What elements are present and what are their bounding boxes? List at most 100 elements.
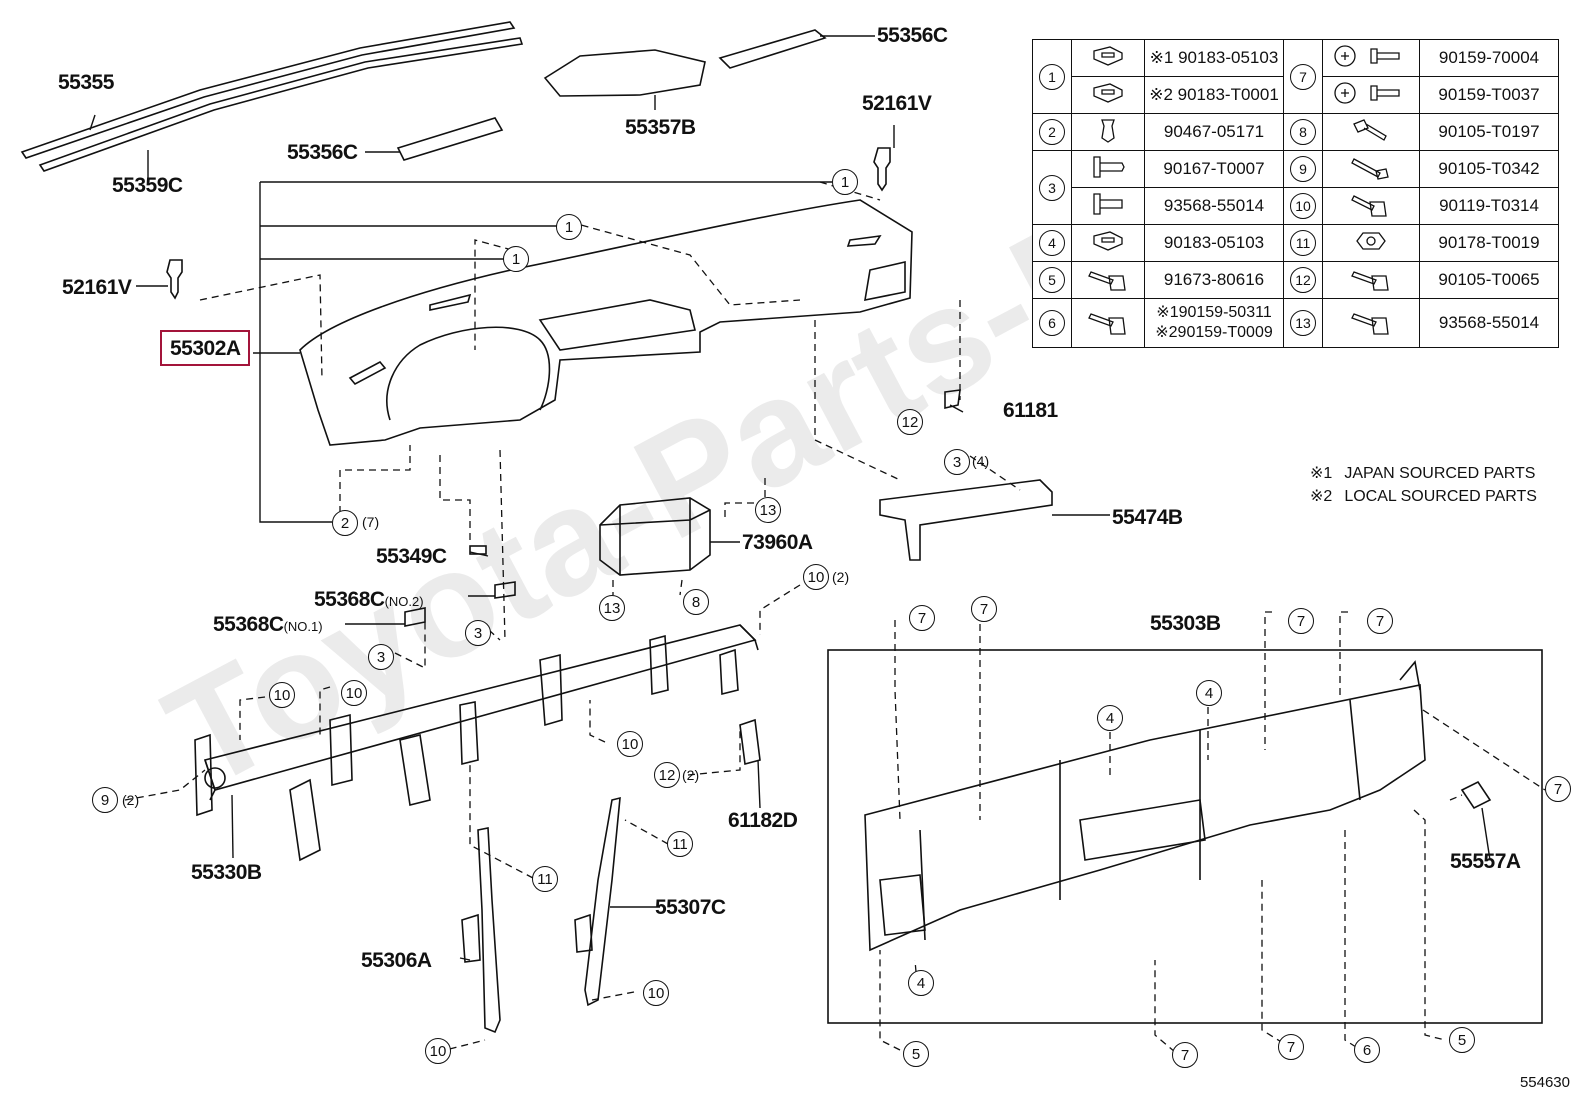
fastener-part-number[interactable]: 93568-55014 (1419, 298, 1559, 348)
callout-7[interactable]: 7 (1545, 776, 1571, 802)
part-label-55349C[interactable]: 55349C (376, 545, 447, 568)
part-label-55356C-top[interactable]: 55356C (877, 24, 948, 47)
fastener-part-number[interactable]: ※1 90183-05103 (1144, 39, 1284, 77)
callout-11[interactable]: 11 (667, 831, 693, 857)
table-row-10-no: 10 (1283, 187, 1323, 225)
callout-7[interactable]: 7 (1172, 1042, 1198, 1068)
callout-10[interactable]: 10 (341, 680, 367, 706)
part-label-55474B[interactable]: 55474B (1112, 506, 1183, 529)
part-label-61181[interactable]: 61181 (1003, 399, 1058, 422)
bolt-icon (1322, 113, 1420, 151)
table-row-5-no: 5 (1032, 261, 1072, 299)
callout-8[interactable]: 8 (683, 589, 709, 615)
part-label-52161V-top[interactable]: 52161V (862, 92, 932, 115)
fastener-table: 1 ※1 90183-05103 7 90159-70004 ※2 90183-… (1032, 39, 1559, 348)
fastener-number: 9 (1290, 156, 1316, 182)
part-label-52161V-left[interactable]: 52161V (62, 276, 132, 299)
fastener-part-number[interactable]: 90467-05171 (1144, 113, 1284, 151)
part-label-55355[interactable]: 55355 (58, 71, 114, 94)
part-label-73960A[interactable]: 73960A (742, 531, 813, 554)
fastener-part-number[interactable]: ※2 90183-T0001 (1144, 76, 1284, 114)
table-row-13-no: 13 (1283, 298, 1323, 348)
fastener-part-number[interactable]: ※290159-T0009 (1155, 324, 1273, 341)
fastener-number: 8 (1290, 119, 1316, 145)
part-variant-no2: (NO.2) (384, 594, 424, 609)
clip-icon (1071, 224, 1145, 262)
callout-10[interactable]: 10 (643, 980, 669, 1006)
callout-7[interactable]: 7 (909, 605, 935, 631)
fastener-number: 3 (1039, 174, 1065, 201)
callout-2[interactable]: 2 (332, 510, 358, 536)
callout-13[interactable]: 13 (755, 497, 781, 523)
callout-4[interactable]: 4 (1097, 705, 1123, 731)
callout-1[interactable]: 1 (556, 214, 582, 240)
callout-3[interactable]: 3 (944, 449, 970, 475)
callout-3[interactable]: 3 (465, 620, 491, 646)
callout-9[interactable]: 9 (92, 787, 118, 813)
part-label-55306A[interactable]: 55306A (361, 949, 432, 972)
callout-6[interactable]: 6 (1354, 1037, 1380, 1063)
part-label-55368C-no1[interactable]: 55368C(NO.1) (213, 614, 323, 635)
part-label-61182D[interactable]: 61182D (728, 809, 798, 832)
callout-7[interactable]: 7 (1288, 608, 1314, 634)
part-label-55356C-mid[interactable]: 55356C (287, 141, 358, 164)
callout-qty: (4) (972, 453, 990, 469)
table-row-8-no: 8 (1283, 113, 1323, 151)
part-label-55330B[interactable]: 55330B (191, 861, 262, 884)
callout-1[interactable]: 1 (832, 169, 858, 195)
fastener-part-number[interactable]: 90167-T0007 (1144, 150, 1284, 188)
callout-12[interactable]: 12 (654, 762, 680, 788)
fastener-number: 5 (1039, 267, 1065, 293)
callout-7[interactable]: 7 (1367, 608, 1393, 634)
part-label-55307C[interactable]: 55307C (655, 896, 726, 919)
callout-10[interactable]: 10 (617, 731, 643, 757)
fastener-part-number[interactable]: ※190159-50311 (1156, 304, 1272, 321)
callout-10[interactable]: 10 (425, 1038, 451, 1064)
screw-icon (1071, 187, 1145, 225)
strip-55356C-mid (396, 117, 504, 161)
screw-washer-icon (1322, 39, 1420, 77)
callout-7[interactable]: 7 (971, 596, 997, 622)
callout-11[interactable]: 11 (532, 866, 558, 892)
part-label-55303B[interactable]: 55303B (1150, 612, 1221, 635)
table-row-7-no: 7 (1283, 39, 1323, 114)
callout-1[interactable]: 1 (503, 246, 529, 272)
molding-55359C (38, 37, 524, 172)
callout-13[interactable]: 13 (599, 595, 625, 621)
callout-qty: (7) (362, 514, 380, 530)
fastener-number: 6 (1039, 310, 1065, 336)
fastener-part-number[interactable]: 90119-T0314 (1419, 187, 1559, 225)
callout-4[interactable]: 4 (908, 970, 934, 996)
brace-55306A (477, 827, 501, 1034)
fastener-part-number[interactable]: 90105-T0197 (1419, 113, 1559, 151)
fastener-part-number[interactable]: 90159-70004 (1419, 39, 1559, 77)
callout-7[interactable]: 7 (1278, 1034, 1304, 1060)
fastener-part-number[interactable]: 90159-T0037 (1419, 76, 1559, 114)
fastener-part-number[interactable]: 93568-55014 (1144, 187, 1284, 225)
part-label-55368C-no2[interactable]: 55368C(NO.2) (314, 589, 424, 610)
part-label-55302A[interactable]: 55302A (170, 337, 241, 360)
callout-10[interactable]: 10 (803, 564, 829, 590)
callout-4[interactable]: 4 (1196, 680, 1222, 706)
bolt-icon (1322, 298, 1420, 348)
callout-3[interactable]: 3 (368, 644, 394, 670)
part-label-55357B[interactable]: 55357B (625, 116, 696, 139)
fastener-part-number[interactable]: 90105-T0342 (1419, 150, 1559, 188)
callout-12[interactable]: 12 (897, 409, 923, 435)
callout-5[interactable]: 5 (1449, 1027, 1475, 1053)
airbag-73960A (599, 497, 711, 576)
fastener-part-number[interactable]: 91673-80616 (1144, 261, 1284, 299)
callout-5[interactable]: 5 (903, 1041, 929, 1067)
note-text: LOCAL SOURCED PARTS (1344, 488, 1537, 505)
nut-icon (1322, 224, 1420, 262)
callout-10[interactable]: 10 (269, 682, 295, 708)
part-label-55557A[interactable]: 55557A (1450, 850, 1521, 873)
part-label-55359C[interactable]: 55359C (112, 174, 183, 197)
fastener-part-number[interactable]: 90105-T0065 (1419, 261, 1559, 299)
bolt-icon (1071, 261, 1145, 299)
fastener-part-number[interactable]: 90183-05103 (1144, 224, 1284, 262)
fastener-part-number[interactable]: 90178-T0019 (1419, 224, 1559, 262)
table-row-2-no: 2 (1032, 113, 1072, 151)
